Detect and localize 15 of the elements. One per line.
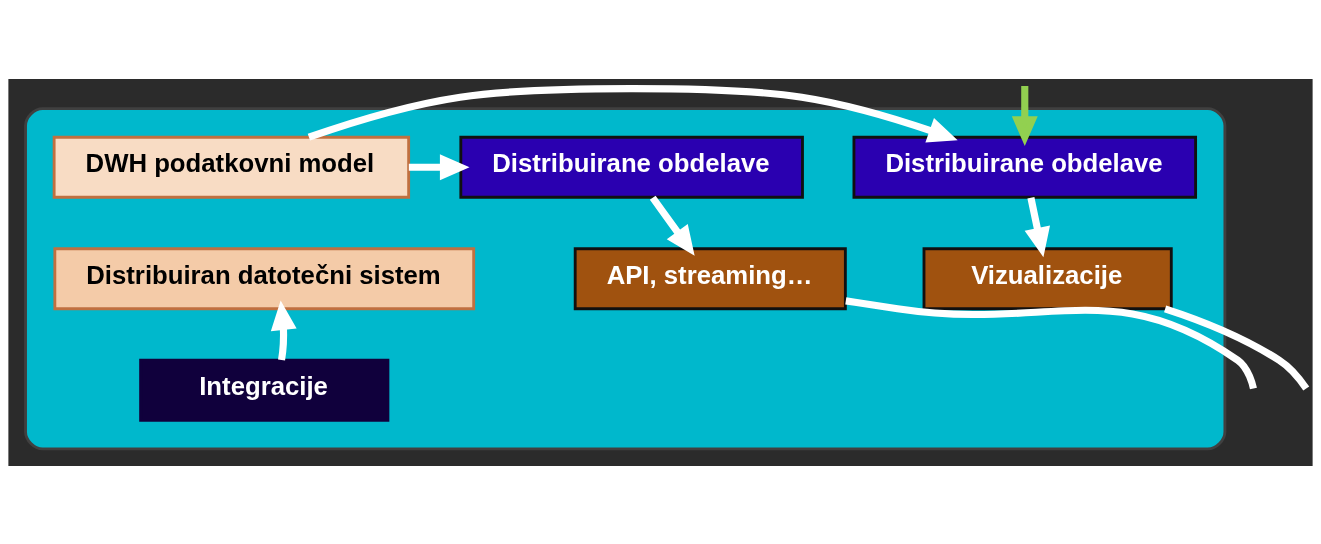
connector	[1164, 304, 1310, 391]
cluster	[24, 106, 1227, 450]
node-box: DWH podatkovni model	[52, 135, 411, 199]
arrow	[1024, 196, 1050, 257]
node-box: Integracije	[139, 358, 390, 422]
arrow	[307, 84, 958, 143]
node-box: API, streaming…	[573, 246, 847, 310]
node-box: Vizualizacije	[922, 246, 1173, 310]
node-box: Distribuirane obdelave	[852, 135, 1198, 199]
node-box: Distribuirane obdelave	[459, 135, 804, 199]
arrow	[408, 153, 470, 180]
connector	[845, 296, 1257, 389]
arrow	[649, 195, 695, 256]
arrow	[270, 299, 297, 361]
node-box: Distribuiran datotečni sistem	[53, 246, 476, 310]
